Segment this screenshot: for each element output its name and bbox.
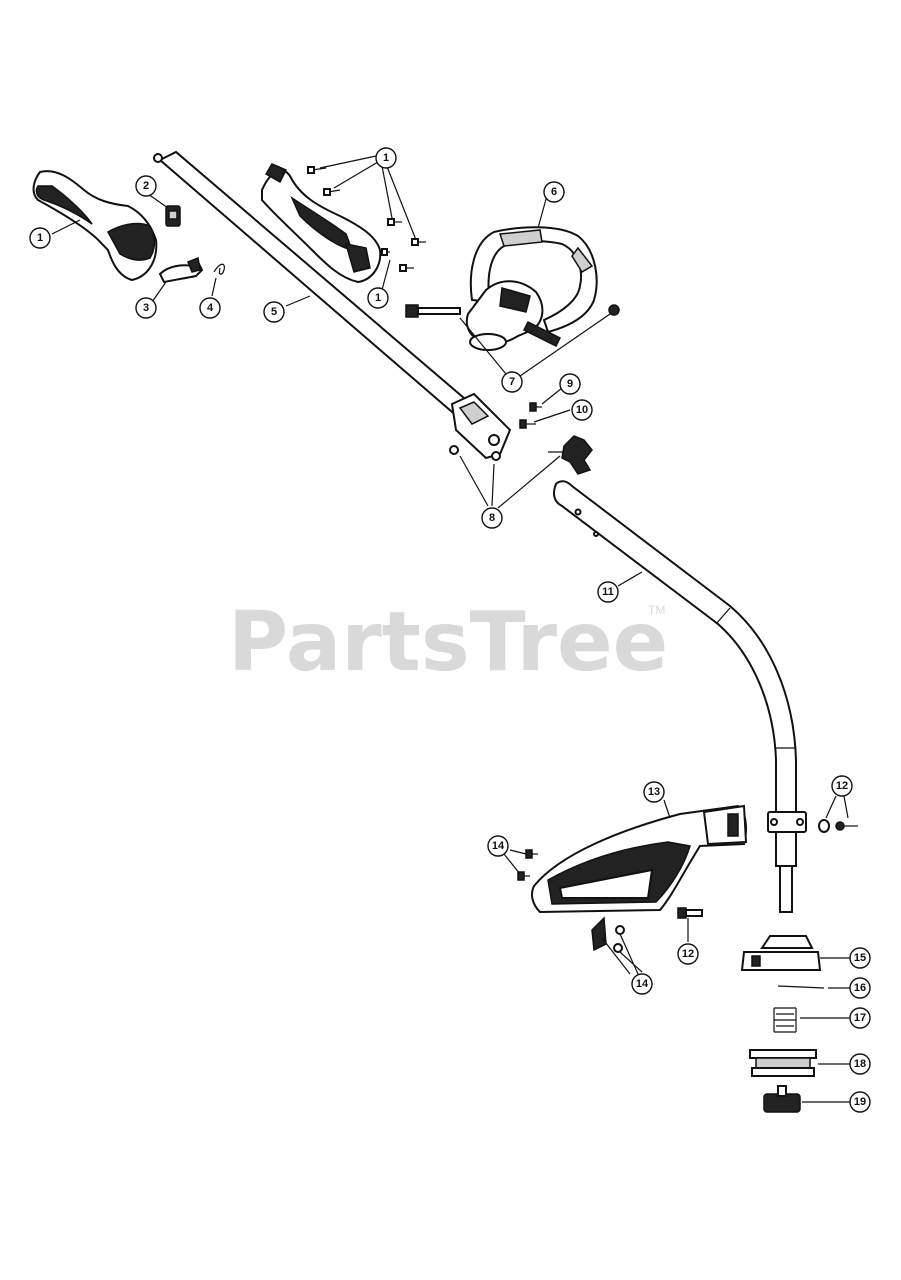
guard-screw <box>677 907 703 919</box>
svg-text:12: 12 <box>836 780 848 792</box>
callout-12-lower: 12 <box>677 943 699 965</box>
callout-14-upper: 14 <box>487 835 509 857</box>
switch-part <box>165 205 181 227</box>
trimmer-line <box>777 985 825 989</box>
callout-8: 8 <box>481 507 503 529</box>
lower-shaft <box>553 480 807 913</box>
svg-text:17: 17 <box>854 1012 866 1024</box>
callout-1-top: 1 <box>375 147 397 169</box>
spool-spring <box>773 1007 797 1033</box>
watermark-tm: TM <box>648 603 665 617</box>
callout-1-lower: 1 <box>367 287 389 309</box>
upper-shaft <box>153 150 512 461</box>
svg-text:1: 1 <box>37 232 43 244</box>
callout-13: 13 <box>643 781 665 803</box>
callout-10: 10 <box>571 399 593 421</box>
callout-11: 11 <box>597 581 619 603</box>
svg-text:10: 10 <box>576 404 588 416</box>
spring-small <box>213 263 225 275</box>
svg-text:2: 2 <box>143 180 149 192</box>
handle-bolt <box>405 304 620 318</box>
guard-fasteners <box>818 819 858 833</box>
svg-text:8: 8 <box>489 512 495 524</box>
callout-19: 19 <box>849 1091 871 1113</box>
callout-16: 16 <box>849 977 871 999</box>
svg-text:1: 1 <box>383 152 389 164</box>
fastener-10 <box>519 419 536 429</box>
svg-text:5: 5 <box>271 306 277 318</box>
handle-housing-half <box>261 163 382 284</box>
callout-12-right: 12 <box>831 775 853 797</box>
callout-7: 7 <box>501 371 523 393</box>
guard-screws-upper <box>517 849 538 881</box>
svg-text:18: 18 <box>854 1058 866 1070</box>
housing-screws <box>307 166 426 272</box>
svg-text:4: 4 <box>207 302 214 314</box>
svg-text:7: 7 <box>509 376 515 388</box>
coupler-knob <box>449 435 593 475</box>
guard-blade <box>591 916 625 953</box>
bump-knob <box>763 1085 801 1113</box>
svg-text:3: 3 <box>143 302 149 314</box>
callout-1-grip: 1 <box>29 227 51 249</box>
leader-lines <box>51 155 850 1103</box>
svg-text:6: 6 <box>551 186 557 198</box>
watermark: PartsTree <box>228 595 668 690</box>
trimmer-guard <box>531 804 748 914</box>
trigger-lever <box>158 256 204 284</box>
auxiliary-handle <box>465 226 598 351</box>
svg-text:15: 15 <box>854 952 866 964</box>
callout-2: 2 <box>135 175 157 197</box>
callout-9: 9 <box>559 373 581 395</box>
svg-text:14: 14 <box>636 978 649 990</box>
fastener-9 <box>529 402 542 412</box>
svg-text:14: 14 <box>492 840 505 852</box>
callout-3: 3 <box>135 297 157 319</box>
spool <box>749 1049 817 1077</box>
svg-text:9: 9 <box>567 378 573 390</box>
svg-text:19: 19 <box>854 1096 866 1108</box>
svg-text:11: 11 <box>602 586 614 598</box>
rear-handle-grip <box>32 170 158 282</box>
callout-14-lower: 14 <box>631 973 653 995</box>
callout-15: 15 <box>849 947 871 969</box>
callout-4: 4 <box>199 297 221 319</box>
callout-18: 18 <box>849 1053 871 1075</box>
svg-text:13: 13 <box>648 786 660 798</box>
callout-17: 17 <box>849 1007 871 1029</box>
svg-text:1: 1 <box>375 292 381 304</box>
spool-housing <box>740 935 822 971</box>
callout-6: 6 <box>543 181 565 203</box>
svg-text:16: 16 <box>854 982 866 994</box>
svg-text:12: 12 <box>682 948 694 960</box>
callout-5: 5 <box>263 301 285 323</box>
